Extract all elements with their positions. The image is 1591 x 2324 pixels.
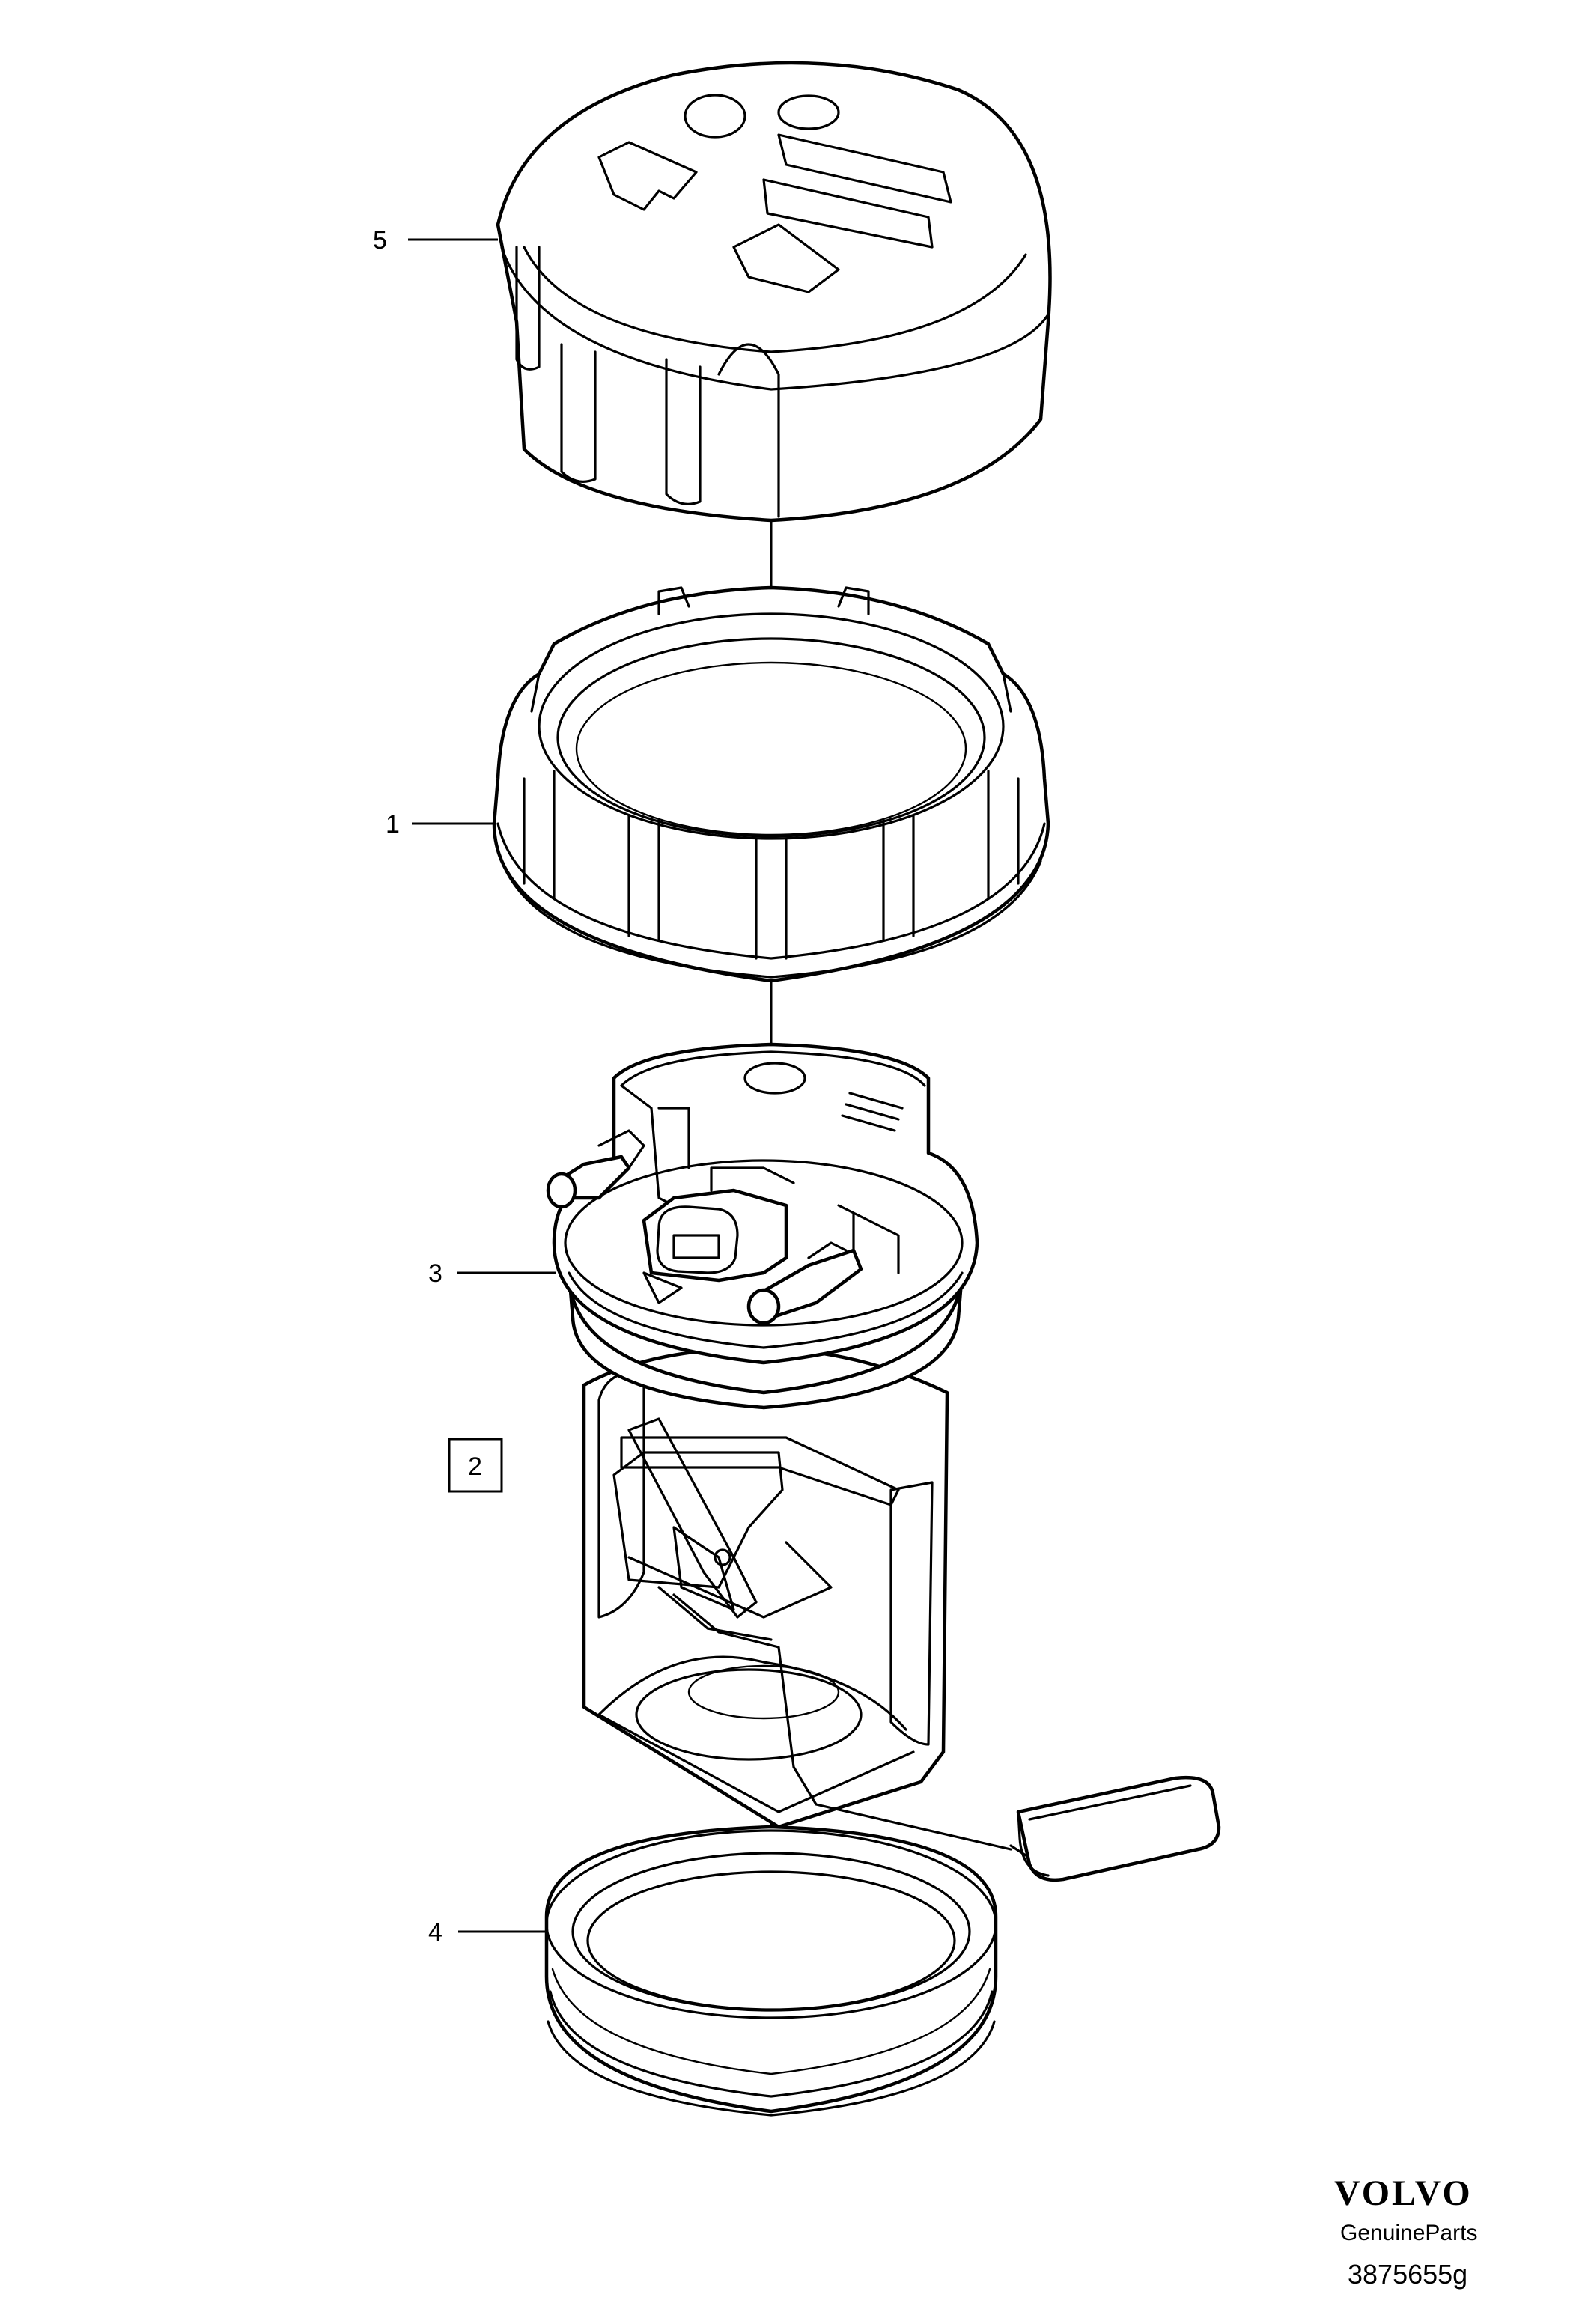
- callout-1: 1: [386, 810, 496, 839]
- brand-logo: VOLVO: [1334, 2174, 1473, 2213]
- cover: [496, 61, 1052, 523]
- diagram-code: 3875655g: [1348, 2259, 1467, 2290]
- callout-4: 4: [428, 1918, 548, 1947]
- callout-label-5: 5: [373, 226, 387, 255]
- callout-label-4: 4: [428, 1918, 442, 1947]
- callout-label-1: 1: [386, 810, 400, 839]
- callout-5: 5: [373, 226, 498, 255]
- pump-assembly: [582, 1345, 1221, 1882]
- callout-2: 2: [448, 1438, 503, 1493]
- callout-3: 3: [428, 1259, 556, 1288]
- callout-box-2: [448, 1438, 503, 1493]
- brand-block: VOLVO GenuineParts 3875655g: [1334, 2174, 1477, 2290]
- pump-flange: [546, 1042, 979, 1410]
- brand-tagline: GenuineParts: [1340, 2221, 1477, 2245]
- callout-label-2: 2: [468, 1452, 482, 1481]
- seal-ring: [544, 1825, 998, 2117]
- callout-label-3: 3: [428, 1259, 442, 1288]
- lock-ring: [492, 585, 1050, 983]
- float: [1009, 1776, 1221, 1882]
